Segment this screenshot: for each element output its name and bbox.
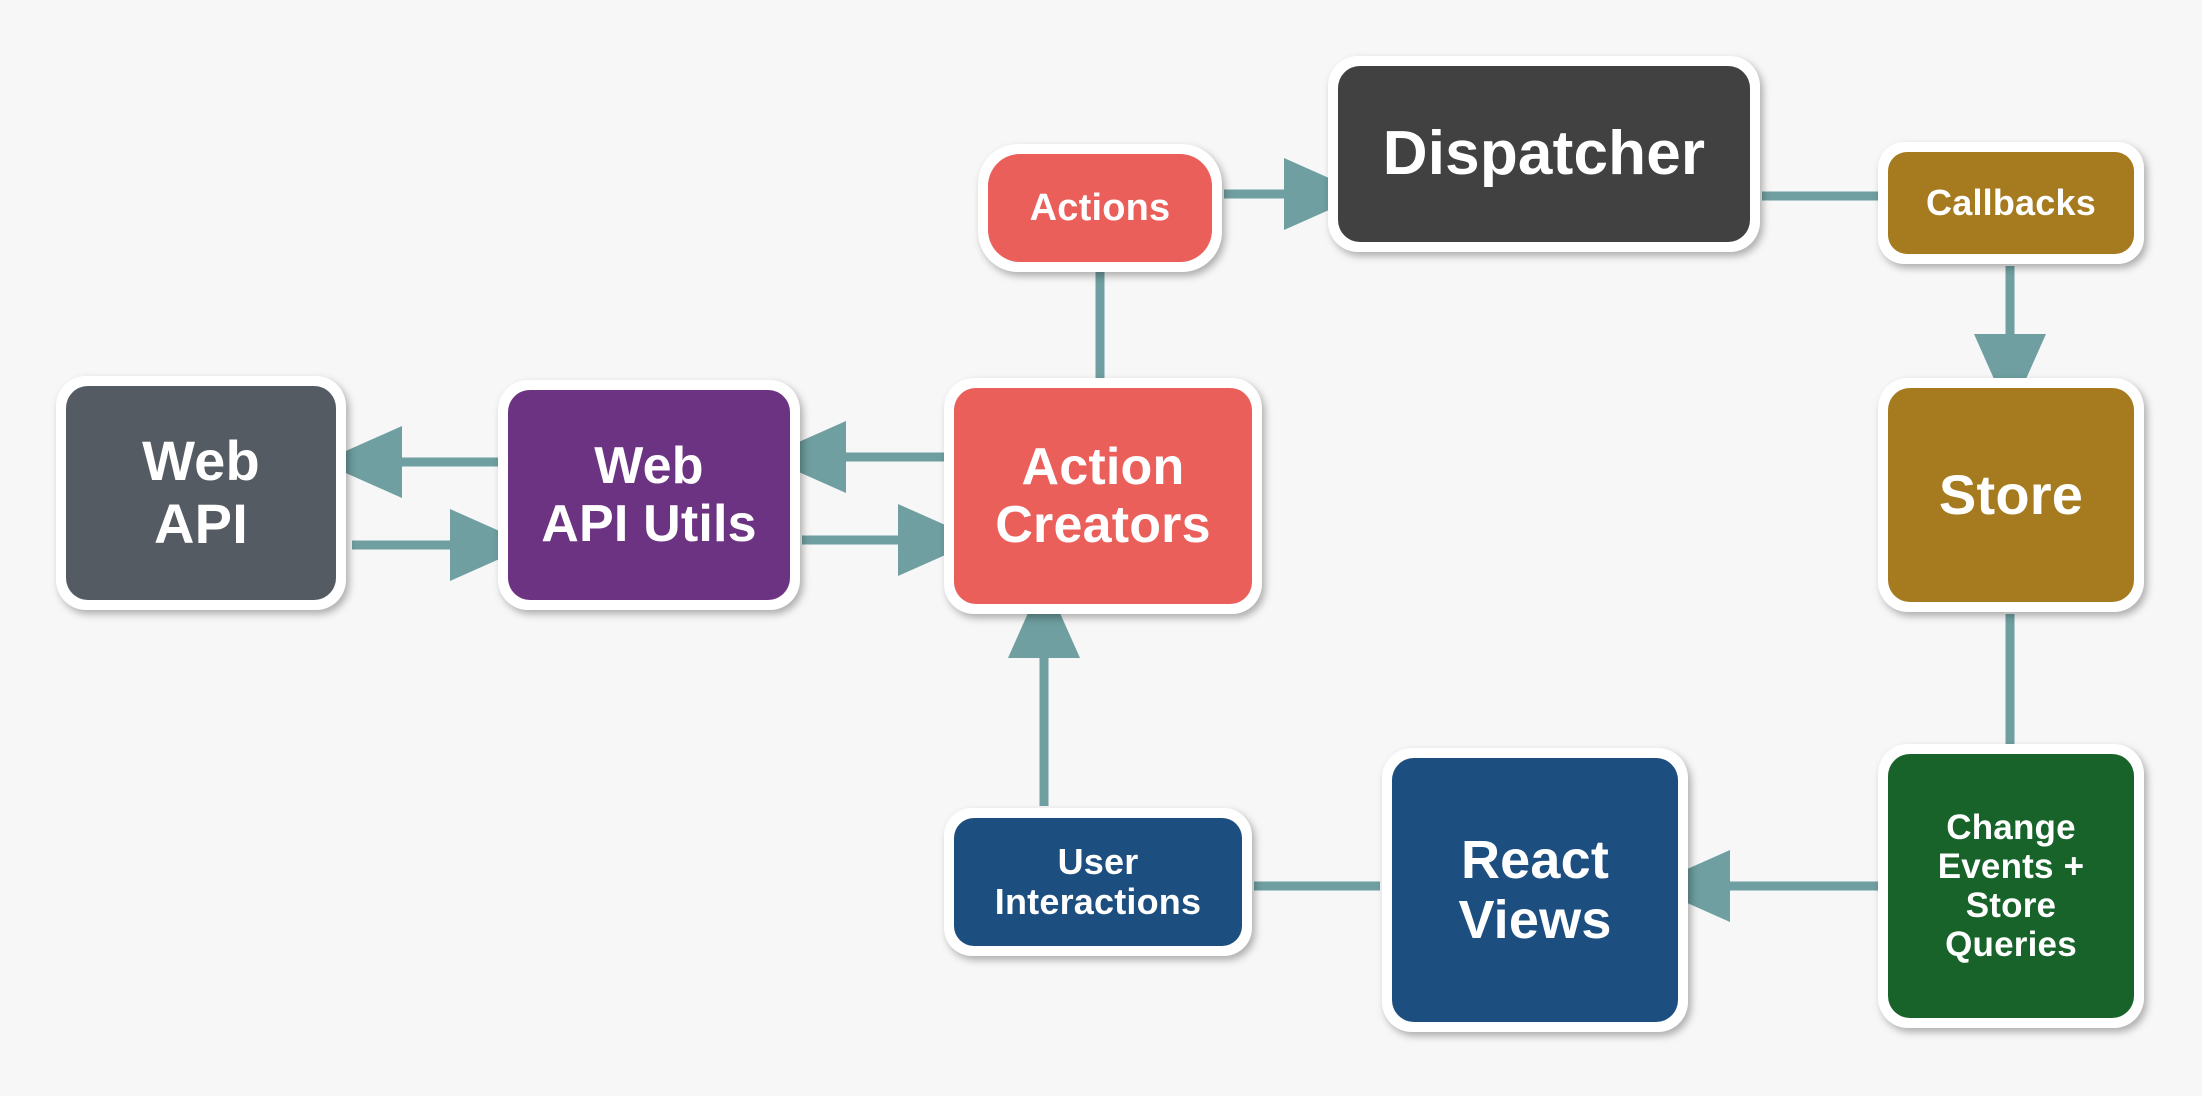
node-dispatcher-fill: Dispatcher bbox=[1338, 66, 1750, 242]
node-callbacks-fill: Callbacks bbox=[1888, 152, 2134, 254]
node-callbacks-label: Callbacks bbox=[1926, 181, 2096, 223]
node-store-label: Store bbox=[1938, 462, 2084, 526]
node-store[interactable]: Store bbox=[1878, 378, 2144, 612]
node-callbacks[interactable]: Callbacks bbox=[1878, 142, 2144, 264]
node-dispatcher[interactable]: Dispatcher bbox=[1328, 56, 1760, 252]
node-dispatcher-label: Dispatcher bbox=[1382, 119, 1706, 189]
node-actions-fill: Actions bbox=[988, 154, 1212, 262]
node-actions-label: Actions bbox=[1029, 186, 1171, 229]
node-store-fill: Store bbox=[1888, 388, 2134, 602]
node-actions[interactable]: Actions bbox=[978, 144, 1222, 272]
